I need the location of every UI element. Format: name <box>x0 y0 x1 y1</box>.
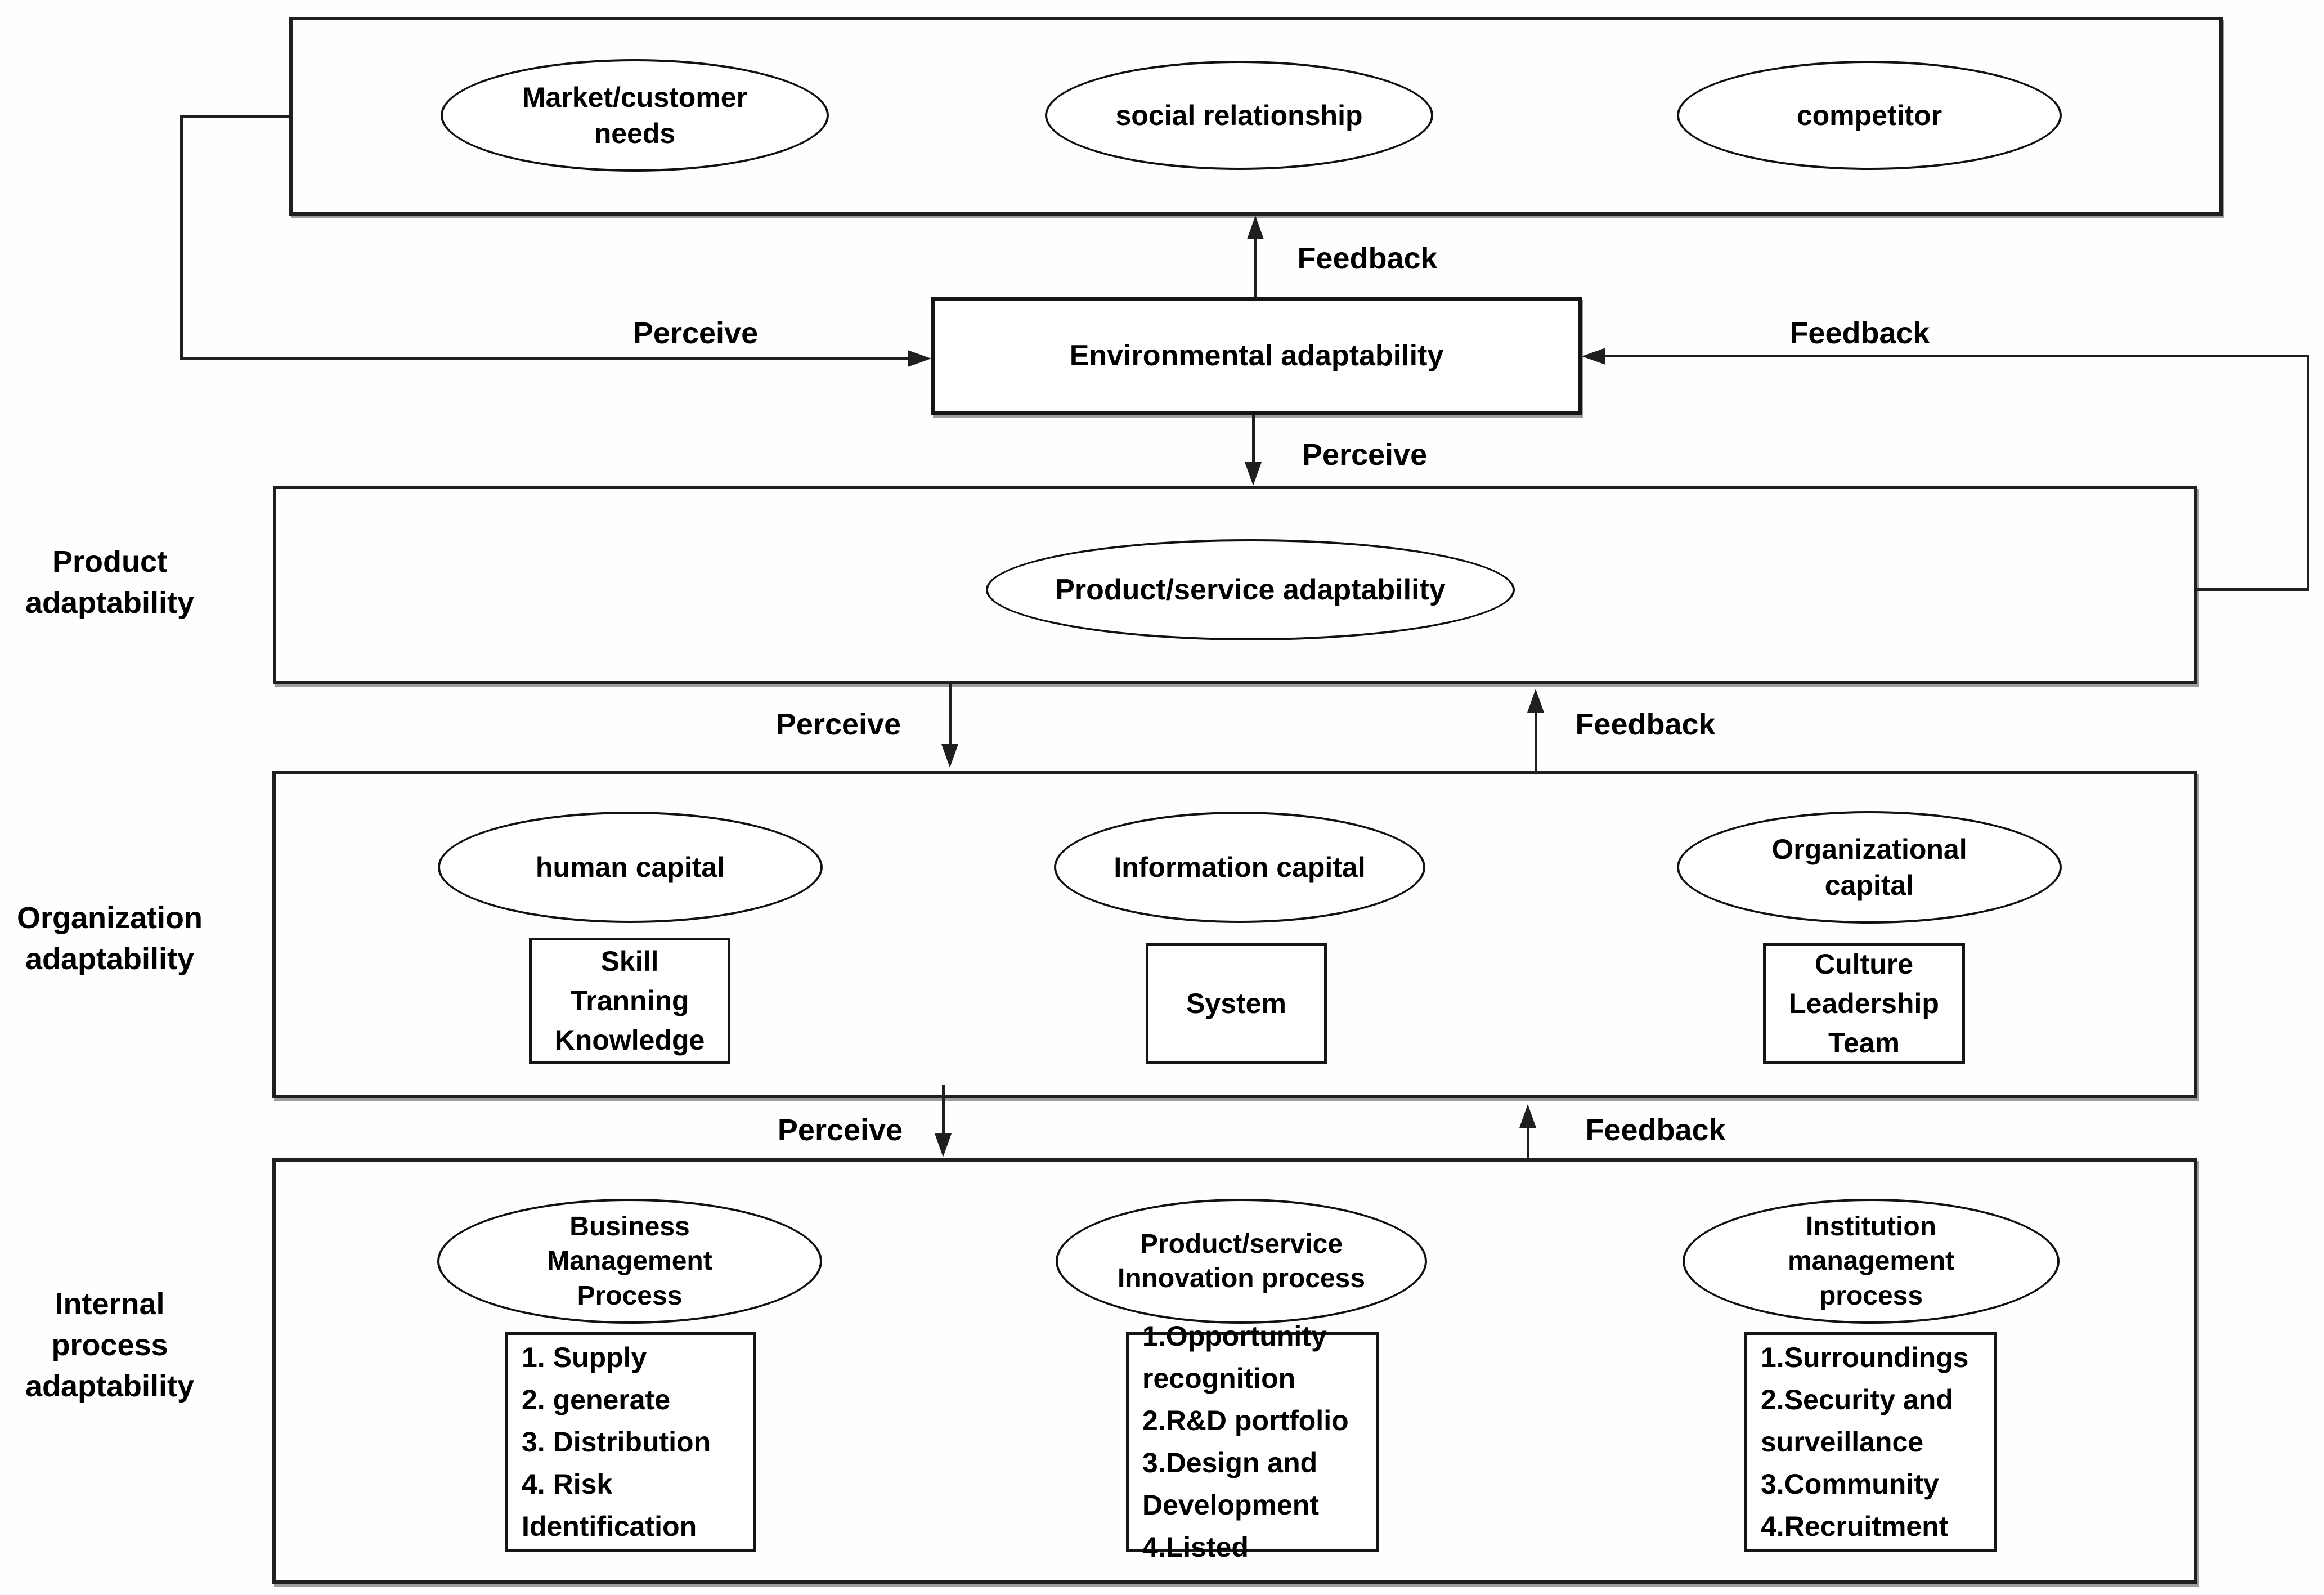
perceive-env-to-product-arrowhead-icon <box>1245 462 1262 486</box>
perceive-org-to-internal-line <box>942 1085 945 1136</box>
innovation-process-list-box: 1.Opportunity recognition 2.R&D portfoli… <box>1126 1320 1379 1563</box>
competitor-ellipse: competitor <box>1677 61 2062 170</box>
feedback-internal-to-org-line <box>1527 1126 1529 1158</box>
organization-adaptability-box <box>272 771 2197 1098</box>
perceive-top-to-env-label: Perceive <box>632 316 759 350</box>
innovation-process-list: 1.Opportunity recognition 2.R&D portfoli… <box>1142 1320 1349 1563</box>
competitor-label: competitor <box>1796 100 1942 131</box>
perceive-env-to-product-label: Perceive <box>1302 438 1428 472</box>
perceive-left-line <box>180 357 912 360</box>
market-customer-needs-ellipse: Market/customer needs <box>441 59 829 172</box>
information-capital-label: Information capital <box>1114 852 1366 883</box>
feedback-env-to-top-arrowhead-icon <box>1247 216 1264 239</box>
internal-process-adaptability-side-label: Internal process adaptability <box>25 1287 195 1403</box>
business-process-list: 1. Supply 2. generate 3. Distribution 4.… <box>522 1341 711 1542</box>
perceive-elbow-stub-line <box>180 115 290 118</box>
market-customer-needs-label: Market/customer needs <box>522 82 748 149</box>
feedback-right-vertical-line <box>2307 355 2309 591</box>
feedback-right-stub-line <box>2197 588 2309 591</box>
organizational-capital-label: Organizational capital <box>1771 834 1967 901</box>
culture-leadership-team-label: Culture Leadership Team <box>1789 948 1939 1059</box>
product-service-innovation-label: Product/service Innovation process <box>1117 1229 1366 1293</box>
perceive-org-to-internal-arrowhead-icon <box>935 1133 952 1157</box>
organization-adaptability-side-label: Organization adaptability <box>16 901 203 976</box>
environmental-adaptability-box: Environmental adaptability <box>931 297 1582 415</box>
feedback-internal-to-org-arrowhead-icon <box>1519 1104 1536 1128</box>
skill-tranning-knowledge-label: Skill Tranning Knowledge <box>554 946 705 1056</box>
product-service-adaptability-ellipse: Product/service adaptability <box>986 539 1515 640</box>
business-management-process-ellipse: Business Management Process <box>437 1199 822 1324</box>
culture-leadership-team-box: Culture Leadership Team <box>1763 943 1965 1064</box>
feedback-right-line <box>1605 355 2309 357</box>
system-box: System <box>1146 943 1327 1064</box>
perceive-into-env-arrowhead-icon <box>908 350 931 367</box>
business-process-list-box: 1. Supply 2. generate 3. Distribution 4.… <box>505 1332 756 1552</box>
feedback-org-to-product-arrowhead-icon <box>1527 689 1544 713</box>
feedback-env-to-top-label: Feedback <box>1297 241 1438 275</box>
institution-process-list-box: 1.Surroundings 2.Security and surveillan… <box>1744 1332 1997 1552</box>
internal-process-adaptability-box <box>272 1158 2197 1584</box>
feedback-product-to-env-label: Feedback <box>1789 316 1930 350</box>
institution-management-process-ellipse: Institution management process <box>1683 1199 2060 1324</box>
perceive-org-to-internal-label: Perceive <box>777 1113 903 1147</box>
product-service-adaptability-label: Product/service adaptability <box>1055 573 1446 606</box>
feedback-env-to-top-line <box>1254 228 1257 297</box>
social-relationship-label: social relationship <box>1115 100 1363 131</box>
business-management-process-label: Business Management Process <box>547 1211 712 1311</box>
organizational-capital-ellipse: Organizational capital <box>1677 811 2062 924</box>
product-adaptability-side-label: Product adaptability <box>25 545 195 620</box>
product-adaptability-box <box>273 486 2197 684</box>
perceive-elbow-vertical-line <box>180 115 183 360</box>
feedback-into-env-arrowhead-icon <box>1582 348 1605 365</box>
feedback-internal-to-org-label: Feedback <box>1585 1113 1726 1147</box>
skill-tranning-knowledge-box: Skill Tranning Knowledge <box>529 938 730 1064</box>
environment-layer-box <box>289 17 2223 216</box>
feedback-org-to-product-line <box>1535 710 1537 771</box>
product-service-innovation-ellipse: Product/service Innovation process <box>1056 1199 1427 1324</box>
perceive-product-to-org-label: Perceive <box>775 707 901 741</box>
perceive-product-to-org-arrowhead-icon <box>941 744 958 768</box>
institution-process-list: 1.Surroundings 2.Security and surveillan… <box>1761 1341 1969 1542</box>
information-capital-ellipse: Information capital <box>1054 812 1425 923</box>
institution-management-process-label: Institution management process <box>1787 1211 1955 1311</box>
social-relationship-ellipse: social relationship <box>1045 61 1433 170</box>
perceive-env-to-product-line <box>1252 415 1255 465</box>
perceive-product-to-org-line <box>949 684 952 747</box>
system-label: System <box>1186 988 1286 1019</box>
human-capital-ellipse: human capital <box>438 812 823 923</box>
feedback-org-to-product-label: Feedback <box>1575 707 1716 741</box>
human-capital-label: human capital <box>535 852 725 883</box>
environmental-adaptability-label: Environmental adaptability <box>1069 339 1444 373</box>
